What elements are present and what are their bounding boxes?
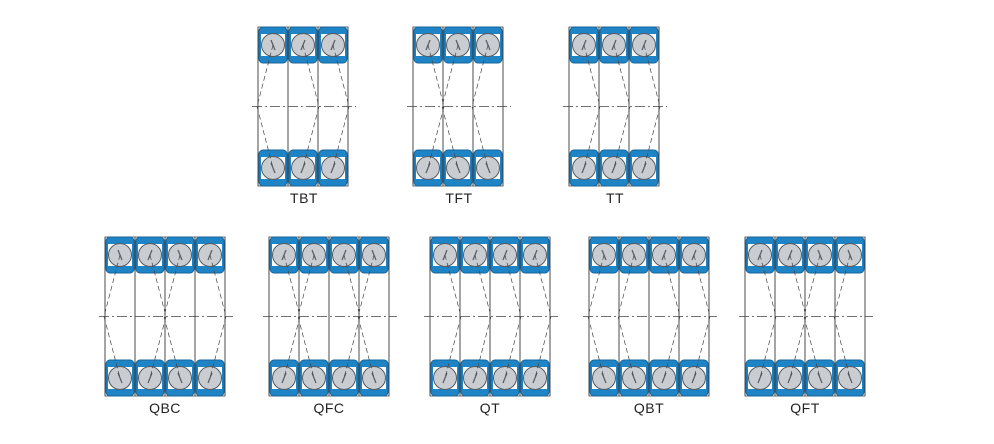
contact-angle-line xyxy=(617,254,635,379)
ball-contact-tick xyxy=(817,372,823,384)
contact-angle-line xyxy=(427,44,445,169)
arrangement-label-qfc: QFC xyxy=(313,400,345,416)
ball-contact-tick xyxy=(300,162,306,174)
ball-contact-tick xyxy=(472,372,478,384)
contact-angle-line xyxy=(209,254,227,379)
ball-contact-tick xyxy=(371,372,377,384)
ball-contact-tick xyxy=(270,162,276,174)
arrangement-label-tft: TFT xyxy=(445,190,473,206)
ball-contact-tick xyxy=(147,372,153,384)
contact-angle-line xyxy=(693,254,711,379)
ball-contact-tick xyxy=(502,372,508,384)
ball-contact-tick xyxy=(177,372,183,384)
contact-angle-line xyxy=(663,254,681,379)
ball-contact-tick xyxy=(661,372,667,384)
arrangement-label-qft: QFT xyxy=(790,400,820,416)
bearing-stack-tft xyxy=(407,26,511,187)
arrangement-label-qbc: QBC xyxy=(149,400,181,416)
ball-contact-tick xyxy=(341,372,347,384)
arrangement-label-qbt: QBT xyxy=(633,400,665,416)
contact-angle-line xyxy=(474,254,492,379)
contact-angle-line xyxy=(297,254,315,379)
ball-contact-tick xyxy=(485,162,491,174)
arrangement-label-tbt: TBT xyxy=(290,190,318,206)
contact-angle-line xyxy=(789,254,807,379)
ball-contact-tick xyxy=(532,372,538,384)
contact-angle-line xyxy=(471,44,489,169)
contact-angle-line xyxy=(441,44,459,169)
contact-angle-line xyxy=(583,44,601,169)
ball-contact-tick xyxy=(691,372,697,384)
ball-contact-tick xyxy=(847,372,853,384)
contact-angle-line xyxy=(163,254,181,379)
ball-contact-tick xyxy=(117,372,123,384)
ball-contact-tick xyxy=(787,372,793,384)
ball-contact-tick xyxy=(442,372,448,384)
ball-contact-tick xyxy=(455,162,461,174)
bearing-stack-qfc xyxy=(263,236,397,397)
contact-angle-line xyxy=(302,44,320,169)
ball-contact-tick xyxy=(311,372,317,384)
ball-contact-tick xyxy=(611,162,617,174)
contact-angle-line xyxy=(534,254,552,379)
ball-contact-tick xyxy=(330,162,336,174)
ball-contact-tick xyxy=(425,162,431,174)
arrangement-label-tt: TT xyxy=(605,190,625,206)
ball-contact-tick xyxy=(631,372,637,384)
contact-angle-line xyxy=(444,254,462,379)
ball-contact-tick xyxy=(601,372,607,384)
contact-angle-line xyxy=(587,254,605,379)
bearing-stack-qt xyxy=(424,236,558,397)
bearing-stack-tbt xyxy=(252,26,356,187)
contact-angle-line xyxy=(504,254,522,379)
ball-contact-tick xyxy=(641,162,647,174)
contact-angle-line xyxy=(332,44,350,169)
contact-angle-line xyxy=(833,254,851,379)
contact-angle-line xyxy=(613,44,631,169)
contact-angle-line xyxy=(357,254,375,379)
ball-contact-tick xyxy=(207,372,213,384)
bearing-stack-qbt xyxy=(583,236,717,397)
contact-angle-line xyxy=(643,44,661,169)
contact-angle-line xyxy=(256,44,274,169)
bearing-stack-tt xyxy=(563,26,667,187)
bearing-stack-qbc xyxy=(99,236,233,397)
contact-angle-line xyxy=(803,254,821,379)
contact-angle-line xyxy=(103,254,121,379)
ball-contact-tick xyxy=(757,372,763,384)
contact-angle-line xyxy=(283,254,301,379)
bearing-stack-qft xyxy=(739,236,873,397)
contact-angle-line xyxy=(343,254,361,379)
contact-angle-line xyxy=(149,254,167,379)
contact-angle-line xyxy=(759,254,777,379)
ball-contact-tick xyxy=(581,162,587,174)
arrangement-label-qt: QT xyxy=(479,400,501,416)
ball-contact-tick xyxy=(281,372,287,384)
